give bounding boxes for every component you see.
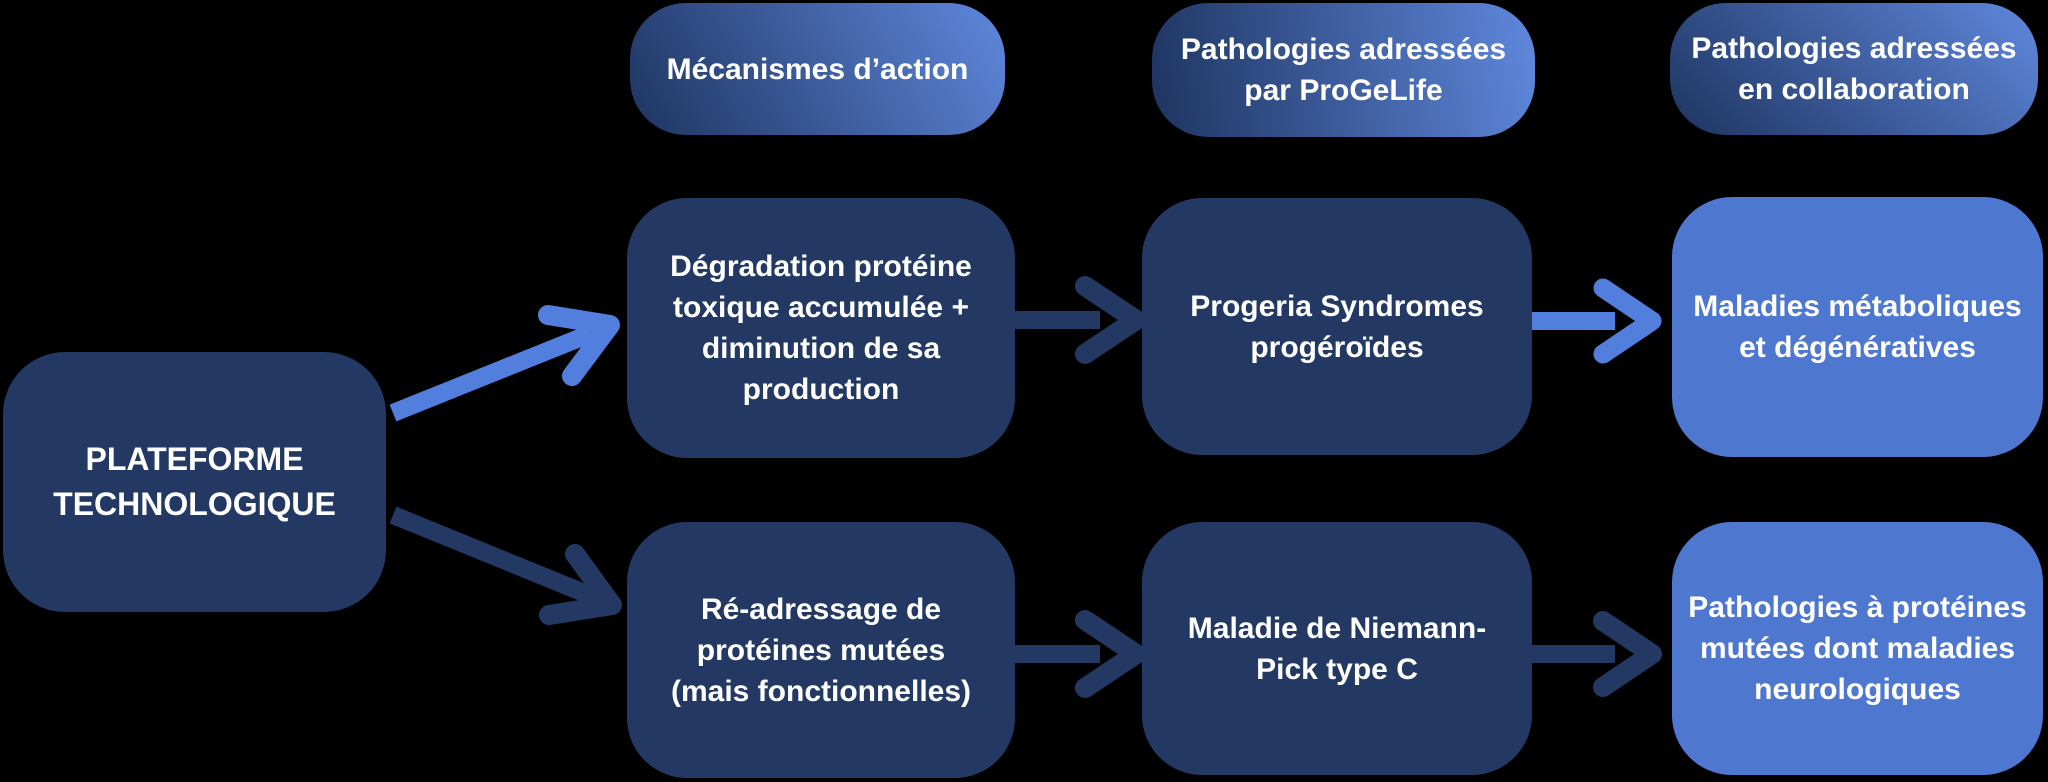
platform-box-label-line: TECHNOLOGIQUE (53, 486, 336, 522)
arrow-platform-to-degradation (389, 305, 620, 422)
arrow-platform-to-readressage (389, 506, 622, 625)
header-pathologies-collaboration: Pathologies adressées en collaboration (1670, 3, 2038, 135)
header-label-line: Pathologies adressées (1180, 33, 1507, 66)
header-label-line: en collaboration (1738, 73, 1970, 106)
box-label-line: Progeria Syndromes (1190, 289, 1484, 323)
box-label-line: mutées dont maladies (1699, 632, 2016, 665)
box-label-line: Maladies métaboliques (1693, 290, 2022, 323)
header-label-line: Pathologies adressées (1691, 32, 2017, 65)
arrow-readressage-to-niemann (1012, 610, 1146, 698)
box-label-line: toxique accumulée + (673, 291, 969, 324)
arrow-progeria-to-maladies (1532, 278, 1662, 364)
box-label-line: Dégradation protéine (670, 250, 972, 283)
box-label-line: Pathologies à protéines (1688, 591, 2027, 624)
box-label-line: Pick type C (1256, 652, 1418, 686)
header-mecanismes-action: Mécanismes d’action (630, 3, 1005, 135)
box-label-line: protéines mutées (696, 633, 946, 667)
platform-box-label-line: PLATEFORME (85, 441, 304, 477)
box-label-line: et dégénératives (1739, 331, 1976, 364)
mechanism-row-2-box: Ré-adressage de protéines mutées (mais f… (627, 522, 1015, 778)
box-label-line: (mais fonctionnelles) (670, 674, 972, 708)
collaboration-pathology-row-2-box: Pathologies à protéines mutées dont mala… (1672, 522, 2043, 775)
box-label-line: neurologiques (1754, 673, 1961, 706)
header-pathologies-progelife: Pathologies adressées par ProGeLife (1152, 3, 1535, 137)
arrow-niemann-to-pathmutees (1532, 611, 1662, 697)
box-label-line: production (742, 373, 900, 406)
header-label-line: Mécanismes d’action (666, 52, 969, 86)
progelife-pathology-row-2-box: Maladie de Niemann- Pick type C (1142, 522, 1532, 775)
progelife-pathology-row-1-box: Progeria Syndromes progéroïdes (1142, 198, 1532, 455)
platform-box: PLATEFORME TECHNOLOGIQUE (3, 352, 386, 612)
box-label-line: progéroïdes (1250, 330, 1424, 364)
mechanism-row-1-box: Dégradation protéine toxique accumulée +… (627, 198, 1015, 458)
box-label-line: Maladie de Niemann- (1187, 611, 1487, 645)
box-label-line: Ré-adressage de (700, 592, 942, 626)
collaboration-pathology-row-1-box: Maladies métaboliques et dégénératives (1672, 197, 2043, 457)
header-label-line: par ProGeLife (1244, 74, 1443, 107)
arrow-degradation-to-progeria (1012, 276, 1146, 364)
box-label-line: diminution de sa (701, 332, 941, 365)
